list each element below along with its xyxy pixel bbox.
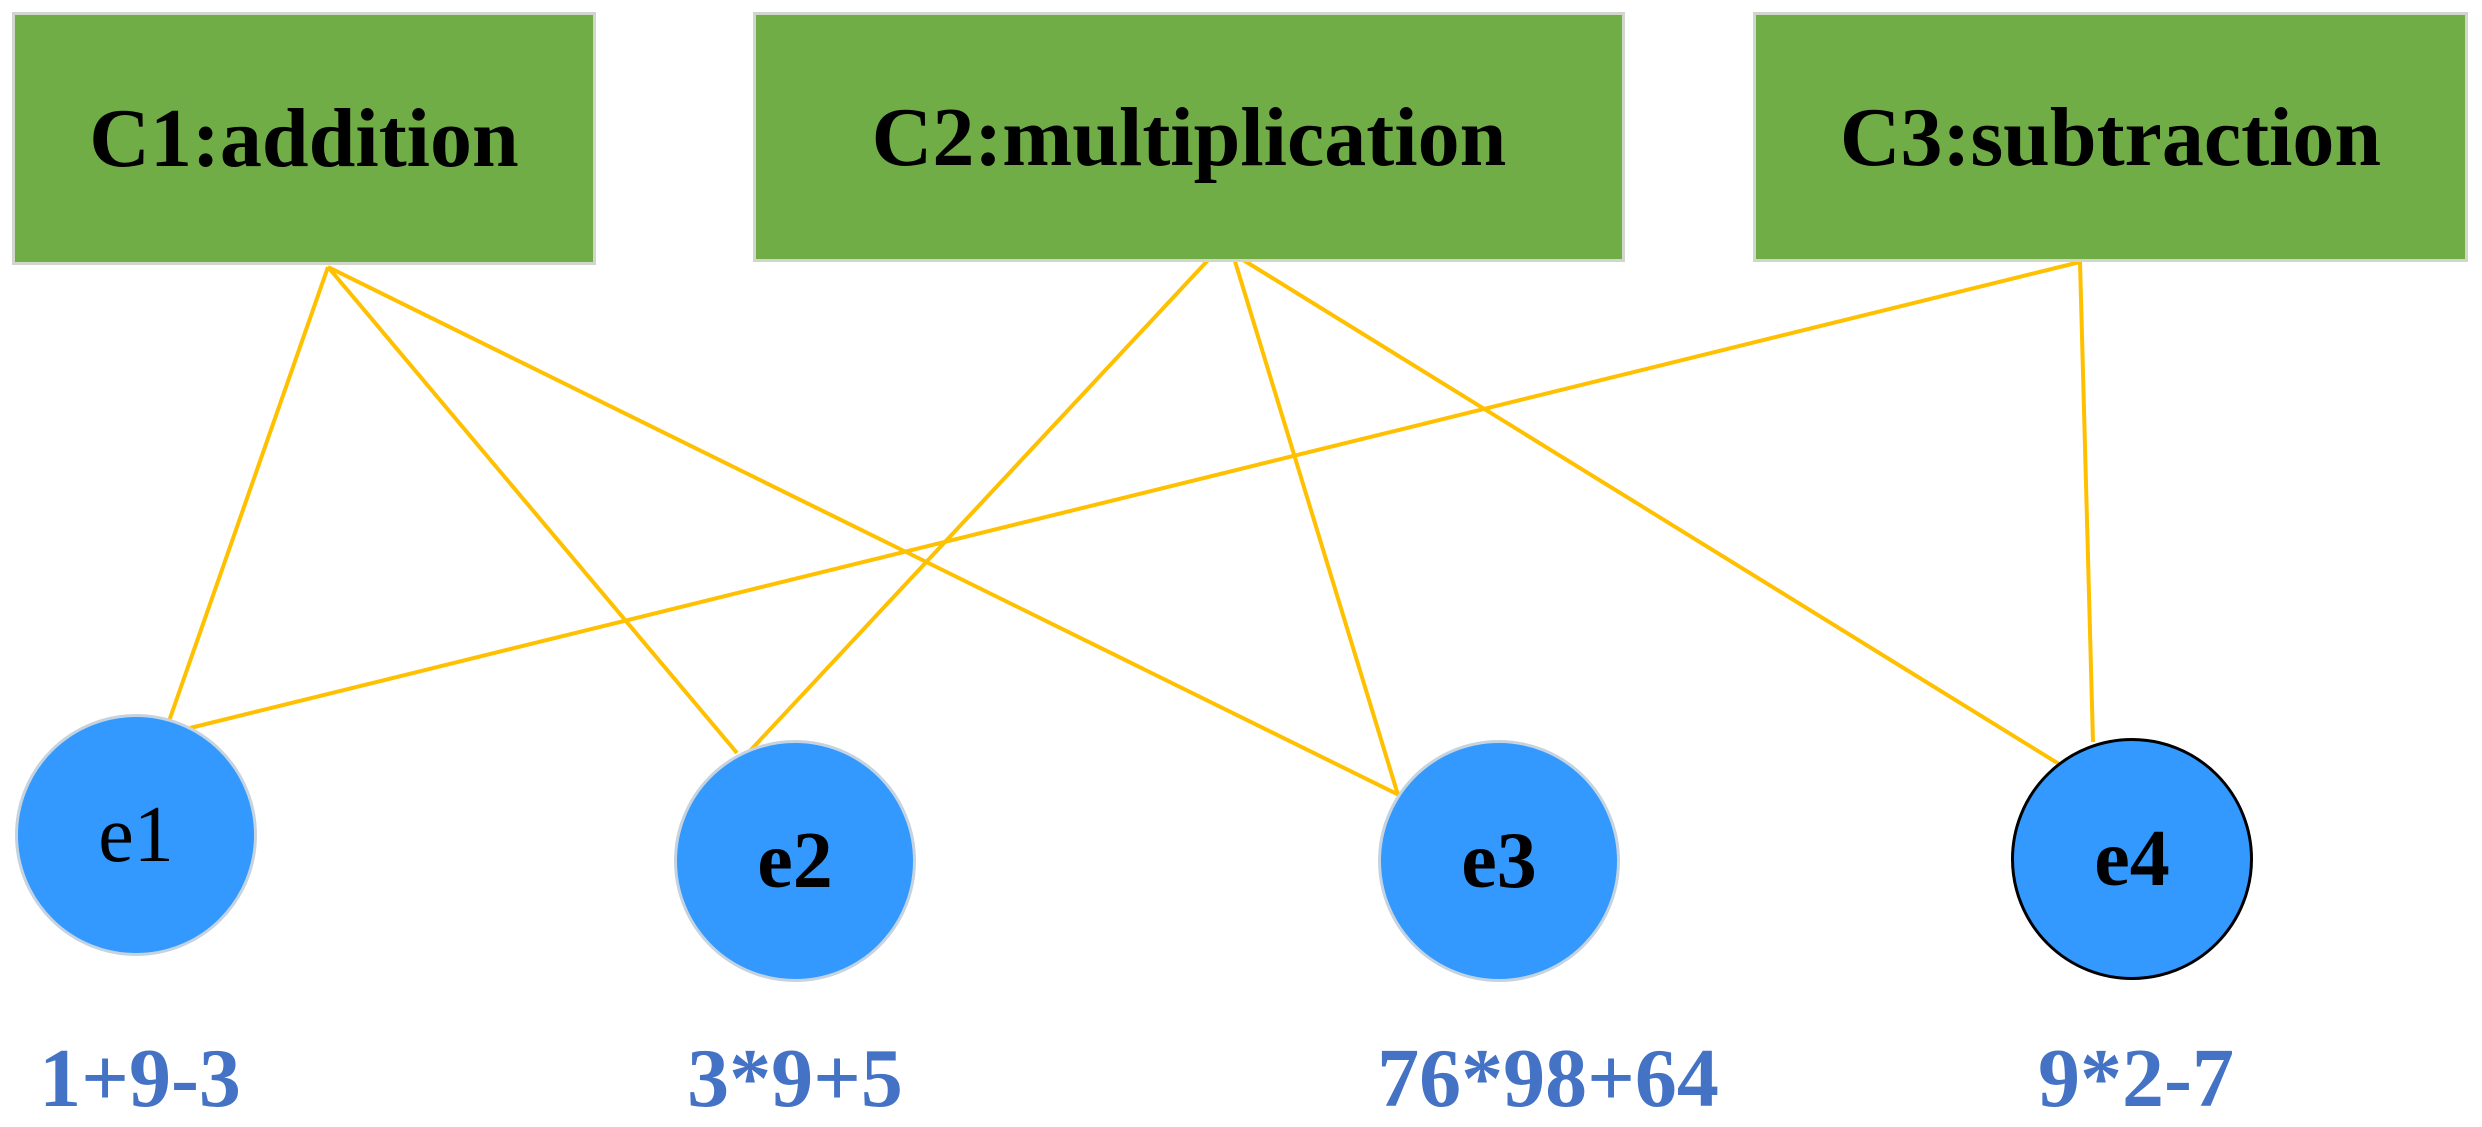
example-node-e1-label: e1 bbox=[98, 790, 174, 879]
example-e4-expression: 9*2-7 bbox=[2038, 1032, 2234, 1125]
edge-c3-e4 bbox=[2078, 261, 2095, 743]
edge-c2-e4 bbox=[1238, 256, 2061, 766]
example-e3-expression: 76*98+64 bbox=[1377, 1032, 1719, 1125]
example-e2-expression: 3*9+5 bbox=[687, 1032, 903, 1125]
edge-c1-e2 bbox=[326, 265, 739, 755]
example-node-e2-label: e2 bbox=[757, 816, 833, 905]
edge-c2-e2 bbox=[746, 256, 1212, 755]
example-node-e1: e1 bbox=[15, 714, 257, 956]
edge-c1-e3 bbox=[327, 265, 1400, 797]
concept-c3-box: C3:subtraction bbox=[1753, 12, 2468, 262]
example-node-e4: e4 bbox=[2011, 738, 2253, 980]
edge-c3-e1 bbox=[189, 260, 2081, 730]
example-node-e3-label: e3 bbox=[1461, 816, 1537, 905]
concept-c2-label: C2:multiplication bbox=[871, 90, 1507, 184]
concept-c1-label: C1:addition bbox=[89, 92, 519, 185]
edge-c1-e1 bbox=[166, 266, 330, 725]
example-node-e3: e3 bbox=[1378, 740, 1620, 982]
concept-c2-box: C2:multiplication bbox=[753, 12, 1625, 262]
concept-c1-box: C1:addition bbox=[12, 12, 596, 265]
concept-c3-label: C3:subtraction bbox=[1839, 90, 2382, 184]
example-node-e4-label: e4 bbox=[2094, 814, 2170, 903]
example-node-e2: e2 bbox=[674, 740, 916, 982]
edge-c2-e3 bbox=[1232, 257, 1400, 796]
example-e1-expression: 1+9-3 bbox=[39, 1032, 241, 1125]
